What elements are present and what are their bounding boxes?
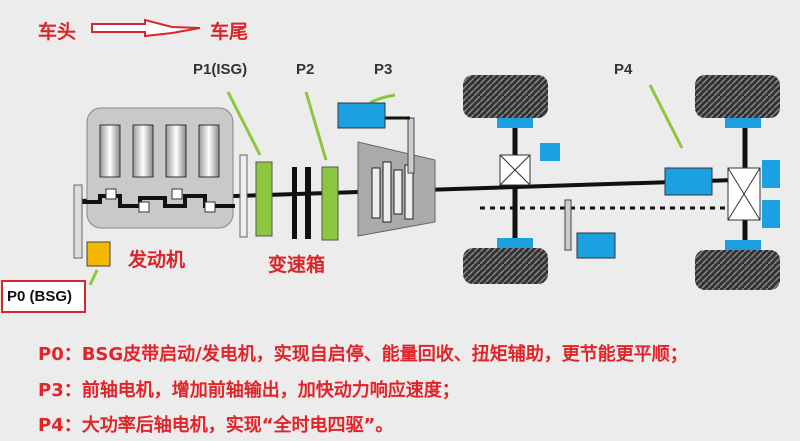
front-axle-motor [576,232,616,259]
flywheel [239,154,248,238]
p0-bsg-motor [86,241,111,267]
p4-motor [664,167,713,196]
clutch-plate [305,167,311,239]
front-axle [463,75,560,284]
p1-label: P1(ISG) [193,61,248,78]
p3-label: P3 [374,61,393,78]
p2-label: P2 [296,61,315,78]
pulley [73,184,83,259]
engine [82,107,235,229]
description-p0: P0：BSG皮带启动/发电机，实现自启停、能量回收、扭矩辅助，更节能更平顺； [38,344,688,365]
gearbox-label: 变速箱 [268,254,326,276]
p1-p2-arrows [226,84,684,161]
front-label: 车头 [38,21,77,43]
rear-label: 车尾 [210,21,249,43]
description-p3: P3：前轴电机，增加前轴输出，加快动力响应速度； [38,380,460,401]
p3-motor [337,102,386,129]
engine-label: 发动机 [128,249,186,271]
p0-arrow [88,269,99,286]
p4-label: P4 [614,61,633,78]
p0-label: P0 (BSG) [7,288,73,305]
rear-axle [695,75,780,290]
p0-label-box [1,280,86,313]
gearbox [357,117,436,237]
description-p4: P4：大功率后轴电机，实现“全时电四驱”。 [38,415,394,436]
clutch-plate [292,167,297,239]
direction-arrow [91,18,201,38]
p1-motor [255,161,273,237]
p2-motor [321,166,339,241]
